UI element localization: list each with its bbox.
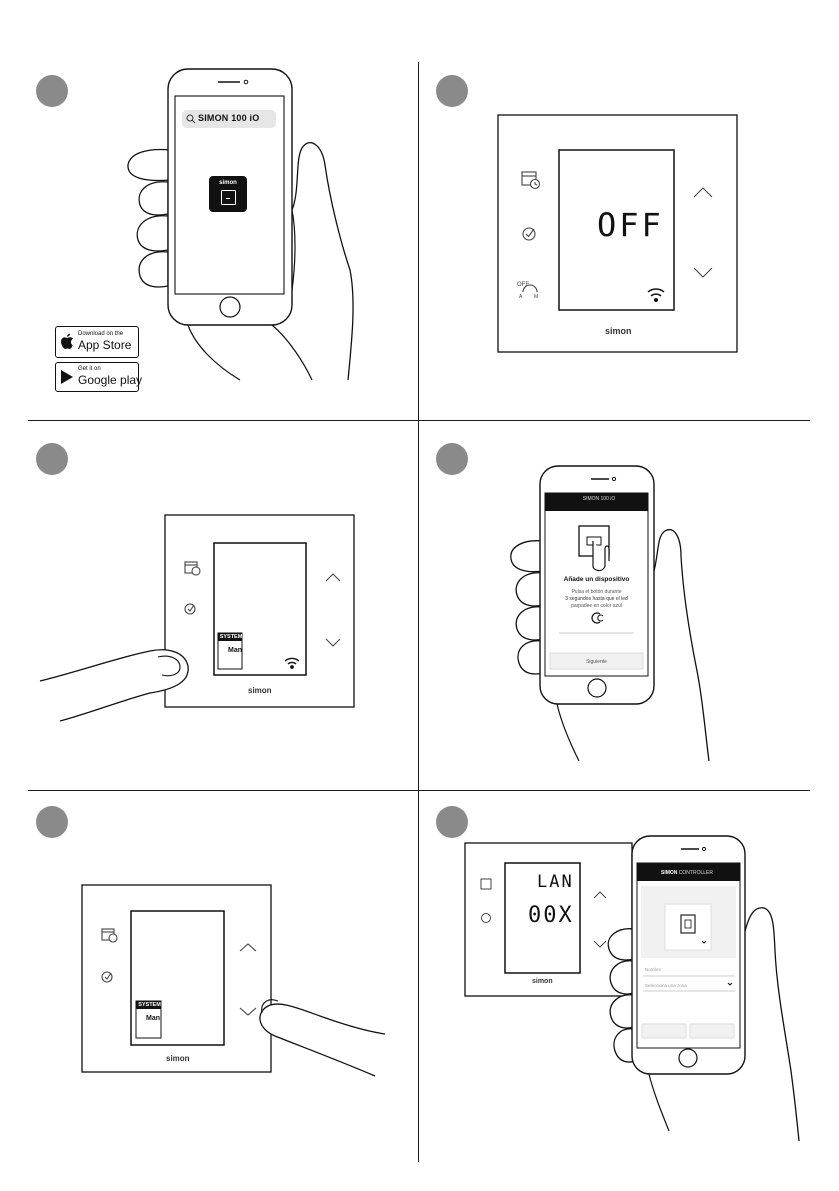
simon-app-icon[interactable]: simon <box>209 176 247 212</box>
apple-logo-icon <box>60 333 74 350</box>
google-play-icon <box>60 369 74 385</box>
google-play-badge[interactable]: Get it on Google play <box>55 362 139 392</box>
app-title-rest: CONTROLLER <box>677 870 713 876</box>
panel-5-thermostat <box>0 791 419 1171</box>
app-nav-title: SIMON 100 iO <box>571 496 627 502</box>
panel-6-illustration <box>419 791 839 1171</box>
app-title-bold: SIMON <box>661 870 677 876</box>
instruction-line-3: parpadee en color azul <box>545 603 648 609</box>
app-store-badge[interactable]: Download on the App Store <box>55 326 139 358</box>
thermostat-brand-logo: simon <box>532 978 553 985</box>
svg-text:OFF: OFF <box>517 282 529 288</box>
app-store-small-text: Download on the <box>78 331 123 337</box>
instruction-line-1: Pulsa el botón durante <box>545 589 648 595</box>
search-text: SIMON 100 iO <box>198 113 259 123</box>
svg-text:M: M <box>534 294 538 300</box>
app-store-big-text: App Store <box>78 338 131 352</box>
name-field[interactable]: Nombre <box>645 967 661 972</box>
search-icon <box>186 114 196 124</box>
thermostat-brand-logo: simon <box>605 326 632 336</box>
instruction-line-2: 3 segundos hasta que el led <box>545 596 648 602</box>
thermostat-display-text: OFF <box>597 206 664 244</box>
next-button[interactable]: Siguiente <box>550 659 643 665</box>
mode-man-label: Man <box>228 647 242 654</box>
app-title: SIMON CONTROLLER <box>642 870 732 876</box>
app-icon-switch-led <box>226 198 230 199</box>
system-badge-label: SYSTEM <box>219 634 243 640</box>
display-line-lan: LAN <box>537 872 574 892</box>
google-play-small-text: Get it on <box>78 366 101 372</box>
thermostat-brand-logo: simon <box>248 686 272 695</box>
mode-man-label: Man <box>146 1015 160 1022</box>
app-icon-brand: simon <box>209 180 247 186</box>
zone-select[interactable]: Selecciona una zona <box>645 983 687 988</box>
display-line-00x: 00X <box>528 903 574 928</box>
panel-3-thermostat <box>0 421 419 790</box>
google-play-big-text: Google play <box>78 373 142 387</box>
system-badge-label: SYSTEM <box>137 1002 162 1008</box>
add-device-title: Añade un dispositivo <box>545 576 648 583</box>
thermostat-brand-logo: simon <box>166 1054 190 1063</box>
